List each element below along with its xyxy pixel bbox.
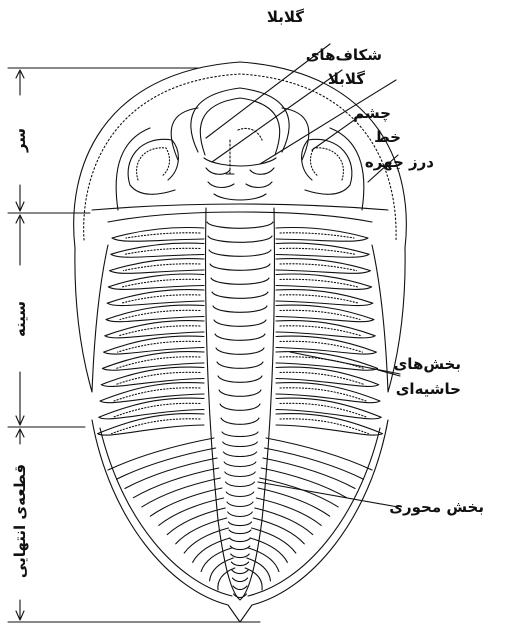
pygidium-rib-right	[264, 448, 363, 479]
axial-ring	[208, 236, 272, 242]
pygidium-rib-left	[125, 458, 217, 488]
axial-ring	[227, 502, 253, 507]
axial-ring	[210, 264, 270, 270]
axial-ring	[231, 554, 250, 558]
axial-ring	[217, 362, 263, 368]
axial-ring	[230, 546, 250, 550]
pygidium-rib-right	[261, 468, 346, 498]
region-rulers	[8, 68, 260, 622]
axial-ring	[224, 462, 256, 467]
pygidium	[92, 420, 388, 622]
axial-ring	[228, 522, 251, 526]
pleural-lobes-label-1: بخش‌های	[394, 355, 461, 373]
axial-ring	[220, 404, 260, 410]
axial-lobe	[206, 208, 275, 600]
axial-ring	[209, 250, 271, 256]
pleural-furrow-left	[125, 248, 200, 254]
axial-ring	[233, 586, 247, 590]
axial-ring	[223, 452, 256, 457]
pleural-segment-left	[107, 290, 204, 306]
head-region-label: سر	[11, 118, 29, 162]
axial-ring	[223, 442, 258, 447]
axial-ring	[213, 306, 267, 312]
axial-ring	[207, 222, 273, 228]
axial-ring	[221, 418, 259, 424]
axial-ring	[215, 334, 265, 340]
facial-suture-label-1: خط	[374, 128, 401, 146]
axial-ring	[230, 538, 251, 542]
thorax-pleurae	[98, 227, 383, 435]
pygidium-rib-right	[260, 478, 339, 507]
axial-ring	[226, 492, 253, 497]
axial-ring	[231, 562, 248, 566]
pleural-segment-right	[276, 290, 373, 306]
pygidium-rib-left	[142, 478, 221, 507]
axial-ring	[214, 320, 266, 326]
pygidium-rib-right	[266, 438, 372, 470]
axial-ring	[211, 278, 269, 284]
pleural-segment-right	[276, 383, 380, 403]
thorax-region-label: سینه	[11, 291, 29, 347]
pygidium-rib-right	[263, 458, 355, 488]
facial-suture-label-2: درز چهره	[365, 153, 434, 171]
glabella-furrows-label-1: شکاف‌های	[306, 46, 382, 64]
pleural-furrow-right	[280, 233, 354, 238]
pleural-lobes-label-2: حاشیه‌ای	[396, 380, 461, 398]
axial-ring	[218, 376, 262, 382]
pygidium-rib-left	[133, 468, 218, 498]
axial-ring	[212, 292, 268, 298]
axial-ring	[226, 482, 255, 487]
pleural-furrow-left	[124, 264, 200, 271]
axial-ring	[228, 512, 253, 517]
glabella-label: گلابلا	[267, 8, 304, 26]
pygidium-rib-left	[108, 438, 214, 470]
pleural-furrow-right	[280, 248, 355, 254]
pleural-furrow-right	[280, 264, 356, 271]
axial-ring	[225, 472, 255, 477]
glabella-furrows-label-2: گلابلا	[328, 70, 365, 88]
axial-ring	[219, 390, 261, 396]
axial-ring	[229, 530, 251, 534]
pygidium-region-label: قطعه‌ی انتهایی	[11, 449, 29, 593]
axial-lobe-label: بخش محوری	[389, 498, 484, 516]
axial-ring	[232, 578, 247, 582]
axial-ring	[216, 348, 264, 354]
axial-ring	[232, 570, 248, 574]
eye-label: چشم	[353, 104, 391, 122]
axial-ring	[222, 432, 258, 437]
pleural-segment-left	[100, 383, 204, 403]
pleural-furrow-left	[126, 233, 200, 238]
pygidium-rib-left	[116, 448, 215, 479]
